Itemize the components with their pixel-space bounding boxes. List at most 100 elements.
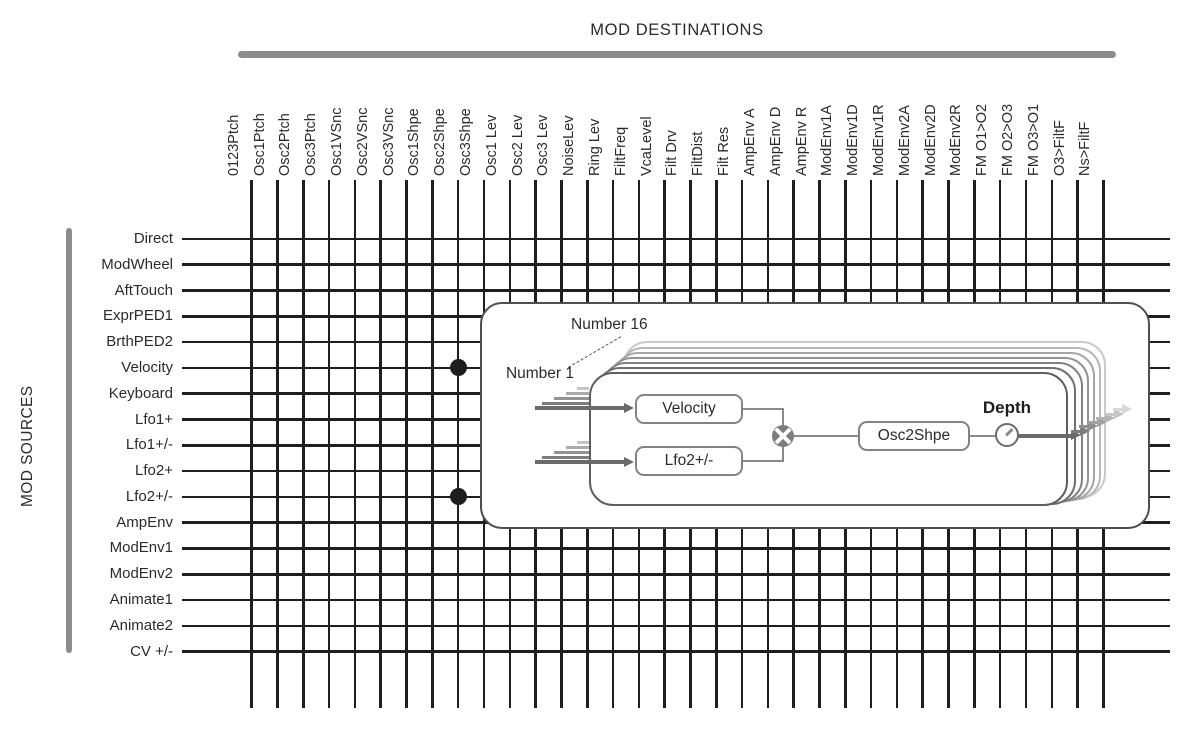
connector-line [794, 434, 858, 437]
slot-output-line [1018, 433, 1072, 438]
output-arrowhead [1088, 421, 1098, 432]
destination-label: AmpEnv A [741, 108, 758, 176]
input-level-bar [566, 392, 589, 395]
destination-label: FiltFreq [612, 126, 629, 176]
front-slot-label: Number 1 [505, 365, 574, 382]
source-label: AmpEnv [116, 513, 173, 531]
source-label: Velocity [121, 358, 173, 376]
knob-icon [995, 423, 1019, 447]
destination-label: O3>FiltF [1051, 120, 1068, 176]
matrix-connection-dot [449, 488, 467, 506]
source-label: CV +/- [130, 642, 173, 660]
destination-label: ModEnv2R [948, 104, 965, 176]
source-label: Animate1 [109, 591, 173, 609]
connector-line [782, 446, 784, 462]
destination-label: Osc3Ptch [303, 113, 320, 176]
input-level-bar [542, 455, 589, 459]
input-level-bar [554, 451, 589, 454]
input-arrow-line [535, 406, 625, 410]
destination-label: FiltDist [690, 131, 707, 176]
matrix-connection-dot [449, 359, 467, 377]
destination-label: Osc2VSnc [354, 107, 371, 177]
grid-column-line [276, 180, 279, 708]
destination-label: FM O1>O2 [974, 103, 991, 176]
source-label: Direct [133, 230, 173, 247]
grid-row-line [182, 289, 1170, 292]
connector-line [743, 408, 784, 410]
grid-column-line [431, 180, 434, 708]
grid-column-line [379, 180, 383, 708]
destination-label: FM O2>O3 [1000, 103, 1016, 176]
destinations-title: MOD DESTINATIONS [590, 21, 764, 39]
connector-line [970, 434, 996, 437]
destination-label: Filt Res [716, 126, 733, 176]
grid-column-line [456, 180, 460, 708]
source-label: ExprPED1 [102, 307, 173, 325]
source-label: AftTouch [114, 281, 173, 299]
grid-column-line [405, 180, 408, 708]
sources-bar [66, 228, 72, 653]
grid-row-line [182, 547, 1170, 550]
destination-label: ModEnv1A [819, 105, 836, 176]
destination-label: Osc1VSnc [328, 107, 345, 177]
output-arrow-stub [1113, 408, 1123, 412]
grid-row-line [182, 650, 1170, 653]
destination-label: VcaLevel [638, 116, 655, 176]
output-arrow-stub [1070, 429, 1081, 433]
output-arrow-stub [1104, 412, 1115, 416]
input-arrow-line [535, 460, 625, 464]
connector-line [782, 409, 784, 426]
source-label: Lfo2+/- [125, 487, 173, 505]
destination-label: Filt Drv [664, 130, 681, 176]
destination-label: Ns>FiltF [1077, 121, 1094, 176]
grid-row-line [182, 237, 1170, 241]
destination-label: ModEnv2D [922, 104, 939, 176]
destination-label: Osc2Shpe [432, 108, 449, 176]
source-label: ModWheel [101, 255, 173, 273]
destination-label: Osc3Shpe [457, 108, 474, 176]
connector-line [743, 460, 784, 462]
sources-title: MOD SOURCES [19, 385, 36, 507]
destination-label: ModEnv2A [896, 105, 913, 176]
grid-row-line [182, 598, 1170, 602]
slot-destination-box: Osc2Shpe [858, 421, 970, 451]
grid-column-line [250, 180, 253, 708]
destination-label: Osc3 Lev [535, 114, 552, 176]
slot-source-b-box: Lfo2+/- [635, 446, 743, 476]
destination-label: ModEnv1R [870, 104, 887, 176]
source-label: Keyboard [108, 384, 173, 402]
destination-label: Ring Lev [587, 118, 604, 176]
destination-label: FM O3>O1 [1025, 103, 1042, 176]
destination-label: Osc3VSnc [380, 107, 397, 177]
destination-label: NoiseLev [561, 115, 578, 176]
destination-label: 0123Ptch [225, 114, 242, 176]
input-level-bar [554, 397, 589, 400]
destinations-bar [238, 51, 1116, 58]
destination-label: Osc1Shpe [406, 108, 423, 176]
destination-label: Osc1 Lev [483, 114, 500, 176]
destination-label: ModEnv1D [845, 104, 862, 176]
destination-label: AmpEnv D [767, 106, 784, 176]
depth-label: Depth [982, 398, 1032, 417]
destination-label: Osc1Ptch [251, 113, 268, 176]
output-arrow-stub [1079, 425, 1089, 429]
multiply-circle-icon [772, 425, 794, 447]
destination-label: Osc2 Lev [509, 114, 526, 176]
source-label: BrthPED2 [106, 333, 173, 351]
input-arrowhead [624, 402, 634, 413]
destination-label: Osc2Ptch [277, 113, 294, 176]
input-level-bar [577, 387, 589, 390]
input-level-bar [577, 441, 589, 444]
grid-column-line [327, 180, 331, 708]
back-slot-label: Number 16 [571, 316, 648, 333]
source-label: ModEnv1 [109, 539, 173, 557]
output-arrowhead [1071, 430, 1081, 440]
grid-row-line [182, 624, 1170, 628]
source-label: ModEnv2 [109, 565, 173, 583]
grid-row-line [182, 263, 1170, 267]
output-arrowhead [1122, 404, 1132, 415]
source-label: Lfo1+ [135, 410, 173, 428]
output-arrow-stub [1096, 416, 1106, 420]
grid-row-line [182, 572, 1170, 576]
